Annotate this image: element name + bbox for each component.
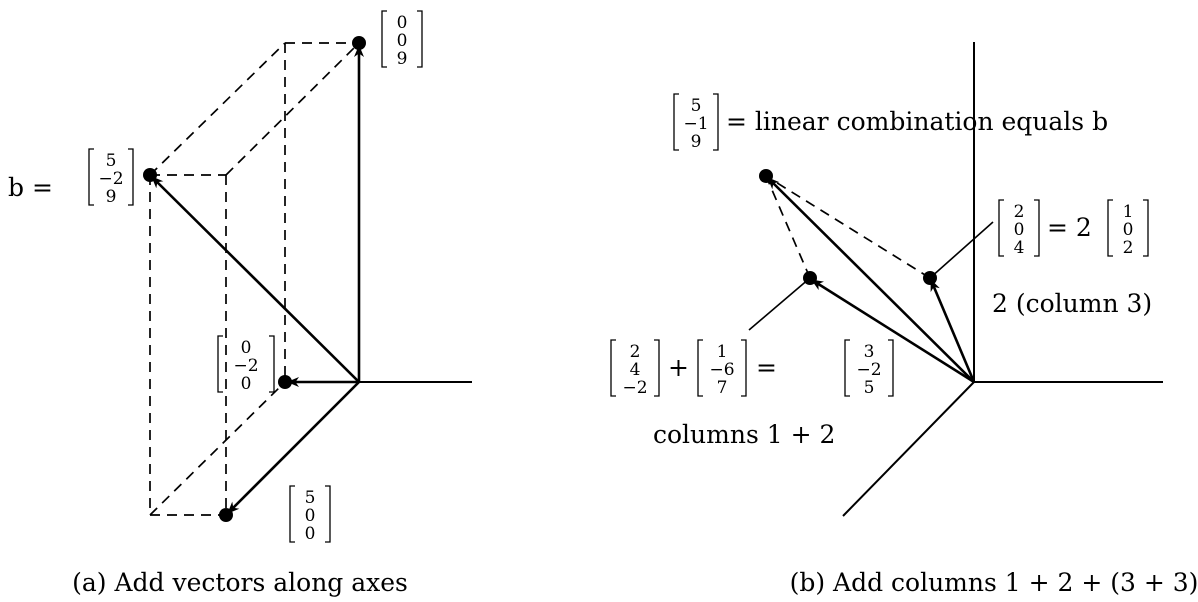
vector-y-entry: −2: [233, 356, 258, 376]
vector-x-arrow: [227, 381, 360, 514]
vector-b-entry: 9: [106, 187, 117, 207]
panel-b-dashes: [765, 175, 931, 279]
vector-x-entry: 0: [305, 506, 316, 526]
column-sum-label: 3 −2 5: [844, 339, 894, 398]
column3-double-label: 2 0 4: [998, 199, 1040, 258]
vector-x-entry: 0: [305, 524, 316, 544]
vector-x-entry: 5: [305, 488, 316, 508]
panel-a-axes: [358, 48, 472, 383]
vector-b-entry: −2: [98, 169, 123, 189]
vector-z-label: 0 0 9: [381, 10, 423, 69]
column2-entry: −6: [709, 360, 734, 380]
b-label: b =: [8, 173, 53, 202]
panel-a-points: [143, 36, 366, 522]
vector-z-entry: 0: [397, 13, 408, 33]
column3-label: 1 0 2: [1107, 199, 1149, 258]
column1-entry: −2: [622, 378, 647, 398]
point-z: [352, 36, 366, 50]
result-vector-entry: 5: [691, 96, 702, 116]
panel-b-caption: (b) Add columns 1 + 2 + (3 + 3): [790, 568, 1198, 597]
column3-double-entry: 0: [1014, 220, 1025, 240]
vector-b-entry: 5: [106, 151, 117, 171]
result-vector-label: 5 −1 9: [673, 93, 719, 152]
column3-note: 2 (column 3): [992, 289, 1152, 318]
result-vector-entry: 9: [691, 132, 702, 152]
panel-a-caption: (a) Add vectors along axes: [72, 568, 408, 597]
column3-double-entry: 4: [1014, 238, 1025, 258]
point-result: [759, 169, 773, 183]
vector-y-entry: 0: [241, 374, 252, 394]
column1-entry: 2: [630, 342, 641, 362]
panel-a-vectors: [151, 45, 364, 514]
column3-double-entry: 2: [1014, 202, 1025, 222]
result-vector-entry: −1: [683, 114, 708, 134]
panel-b-leaders: [748, 221, 994, 331]
columns-note: columns 1 + 2: [653, 420, 835, 449]
vector-b-arrow: [151, 176, 360, 383]
column3-double-arrow: [929, 279, 976, 383]
vector-z-entry: 9: [397, 49, 408, 69]
column3-entry: 1: [1123, 202, 1134, 222]
column1-label: 2 4 −2: [610, 339, 660, 398]
result-description: = linear combination equals b: [726, 107, 1108, 136]
times-two-label: = 2: [1047, 213, 1092, 242]
point-x: [219, 508, 233, 522]
point-b: [143, 168, 157, 182]
axis-x-b: [842, 381, 975, 517]
panel-a: b = 5 −2 9 0 0 9 0 −2 0 5: [8, 10, 472, 597]
plus-sign: +: [668, 353, 689, 382]
column-sum-entry: 3: [864, 342, 875, 362]
column2-label: 1 −6 7: [697, 339, 747, 398]
vector-z-entry: 0: [397, 31, 408, 51]
panel-b-axes: [842, 42, 1163, 517]
column-sum-entry: 5: [864, 378, 875, 398]
column-sum-entry: −2: [856, 360, 881, 380]
panel-b: 5 −1 9 = linear combination equals b 2 0…: [610, 42, 1198, 597]
vector-x-label: 5 0 0: [289, 485, 331, 544]
vector-y-entry: 0: [241, 338, 252, 358]
column3-entry: 2: [1123, 238, 1134, 258]
panel-a-box: [149, 42, 360, 516]
equals-sign: =: [756, 353, 777, 382]
point-y: [278, 375, 292, 389]
vector-b-label: 5 −2 9: [88, 148, 134, 207]
panel-b-points: [759, 169, 937, 285]
column1-entry: 4: [630, 360, 641, 380]
result-vector-arrow: [767, 177, 975, 383]
vector-y-label: 0 −2 0: [217, 335, 275, 394]
column3-entry: 0: [1123, 220, 1134, 240]
column2-entry: 1: [717, 342, 728, 362]
panel-b-vectors: [767, 177, 976, 384]
column-sum-arrow: [811, 278, 975, 384]
column2-entry: 7: [717, 378, 728, 398]
